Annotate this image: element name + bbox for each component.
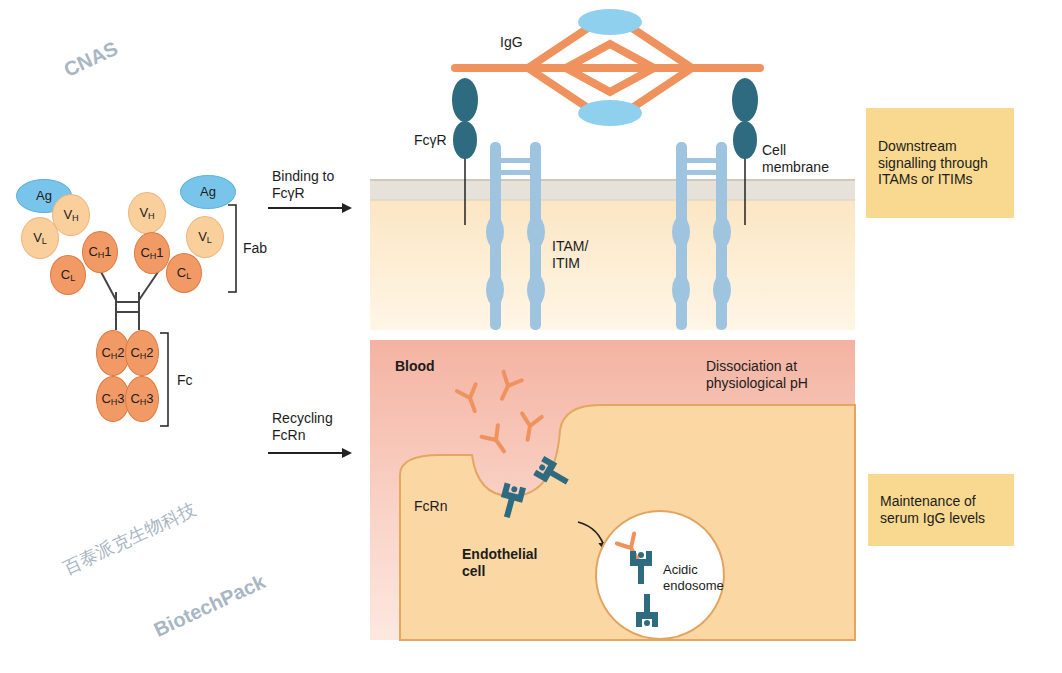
acidic-endosome-outline — [595, 510, 725, 640]
node-label: VH — [63, 207, 78, 223]
domain-letter: C — [177, 265, 186, 280]
domain-letter: C — [101, 345, 110, 360]
domain-subscript: L — [186, 271, 191, 281]
domain-subscript: L — [70, 273, 75, 283]
domain-subscript: L — [207, 235, 212, 245]
part-label: FcγR — [414, 132, 447, 149]
domain-ellipse: VL — [186, 216, 224, 258]
domain-letter: C — [88, 244, 97, 259]
domain-number: 3 — [117, 391, 124, 406]
node-label: CH3 — [101, 391, 124, 407]
node-label: Maintenance of serum IgG levels — [880, 493, 1002, 527]
domain-ellipse: CH1 — [134, 232, 170, 274]
domain-letter: V — [33, 230, 42, 245]
node-label: Blood — [395, 358, 475, 375]
node-label: Endothelial cell — [462, 546, 557, 580]
domain-letter: V — [198, 229, 207, 244]
node-label: Ag — [200, 184, 216, 200]
part-label: Fc — [177, 372, 193, 389]
domain-subscript: H — [72, 213, 79, 223]
part-label: Binding to FcγR — [272, 168, 362, 202]
domain-ellipse: CH3 — [125, 376, 158, 422]
domain-subscript: H — [150, 251, 157, 261]
domain-ellipse: CH1 — [82, 231, 118, 273]
domain-letter: V — [63, 207, 72, 222]
domain-letter: C — [130, 345, 139, 360]
node-note: Dissociation at physiological pH — [706, 358, 846, 392]
node-label: CH1 — [88, 244, 111, 260]
result-box: Downstream signalling through ITAMs or I… — [866, 108, 1014, 218]
watermark: 百泰派克生物科技 — [60, 499, 200, 579]
blood-panel: Blood Dissociation at physiological pH End… — [370, 340, 855, 640]
domain-number: 2 — [117, 345, 124, 360]
domain-number: 2 — [146, 345, 153, 360]
node-label: CH3 — [130, 391, 153, 407]
domain-letter: C — [61, 267, 70, 282]
part-label: Fab — [243, 240, 267, 257]
node-label: CH2 — [130, 345, 153, 361]
domain-ellipse: CL — [50, 255, 86, 295]
node-label: VL — [33, 230, 47, 246]
node-label: VL — [198, 229, 212, 245]
acidic-endosome: Acidic endosome — [595, 510, 725, 640]
antigen-ellipse: Ag — [180, 175, 236, 209]
domain-letter: C — [130, 391, 139, 406]
part-label: FcRn — [414, 498, 447, 515]
result-box: Maintenance of serum IgG levels — [868, 474, 1014, 546]
part-label: ITAM/ ITIM — [552, 238, 602, 272]
domain-subscript: H — [98, 250, 105, 260]
domain-number: 1 — [104, 244, 111, 259]
part-label: Cell membrane — [762, 142, 854, 176]
node-label: CL — [177, 265, 191, 281]
watermark: CNAS — [60, 36, 122, 82]
domain-number: 3 — [146, 391, 153, 406]
domain-subscript: H — [140, 351, 147, 361]
node-label: CH2 — [101, 345, 124, 361]
node-label: Downstream signalling through ITAMs or I… — [878, 138, 1002, 188]
domain-subscript: H — [111, 397, 118, 407]
domain-number: 1 — [156, 245, 163, 260]
domain-ellipse: VL — [21, 217, 59, 259]
part-label: Recycling FcRn — [272, 410, 352, 444]
node-label: CL — [61, 267, 75, 283]
domain-letter: C — [140, 245, 149, 260]
domain-letter: C — [101, 391, 110, 406]
domain-ellipse: CH2 — [125, 330, 158, 376]
domain-subscript: H — [148, 211, 155, 221]
part-label: IgG — [500, 34, 523, 51]
node-label: CH1 — [140, 245, 163, 261]
domain-subscript: H — [111, 351, 118, 361]
domain-ellipse: VH — [128, 192, 166, 234]
node-label: Ag — [36, 188, 52, 204]
domain-subscript: H — [140, 397, 147, 407]
domain-subscript: L — [42, 236, 47, 246]
endothelial-cell: Endothelial cell Acidic endosome — [400, 400, 855, 640]
domain-ellipse: CL — [166, 253, 202, 293]
node-label: VH — [139, 205, 154, 221]
domain-letter: V — [139, 205, 148, 220]
watermark: BiotechPack — [150, 569, 269, 641]
node-label: Acidic endosome — [663, 562, 723, 593]
